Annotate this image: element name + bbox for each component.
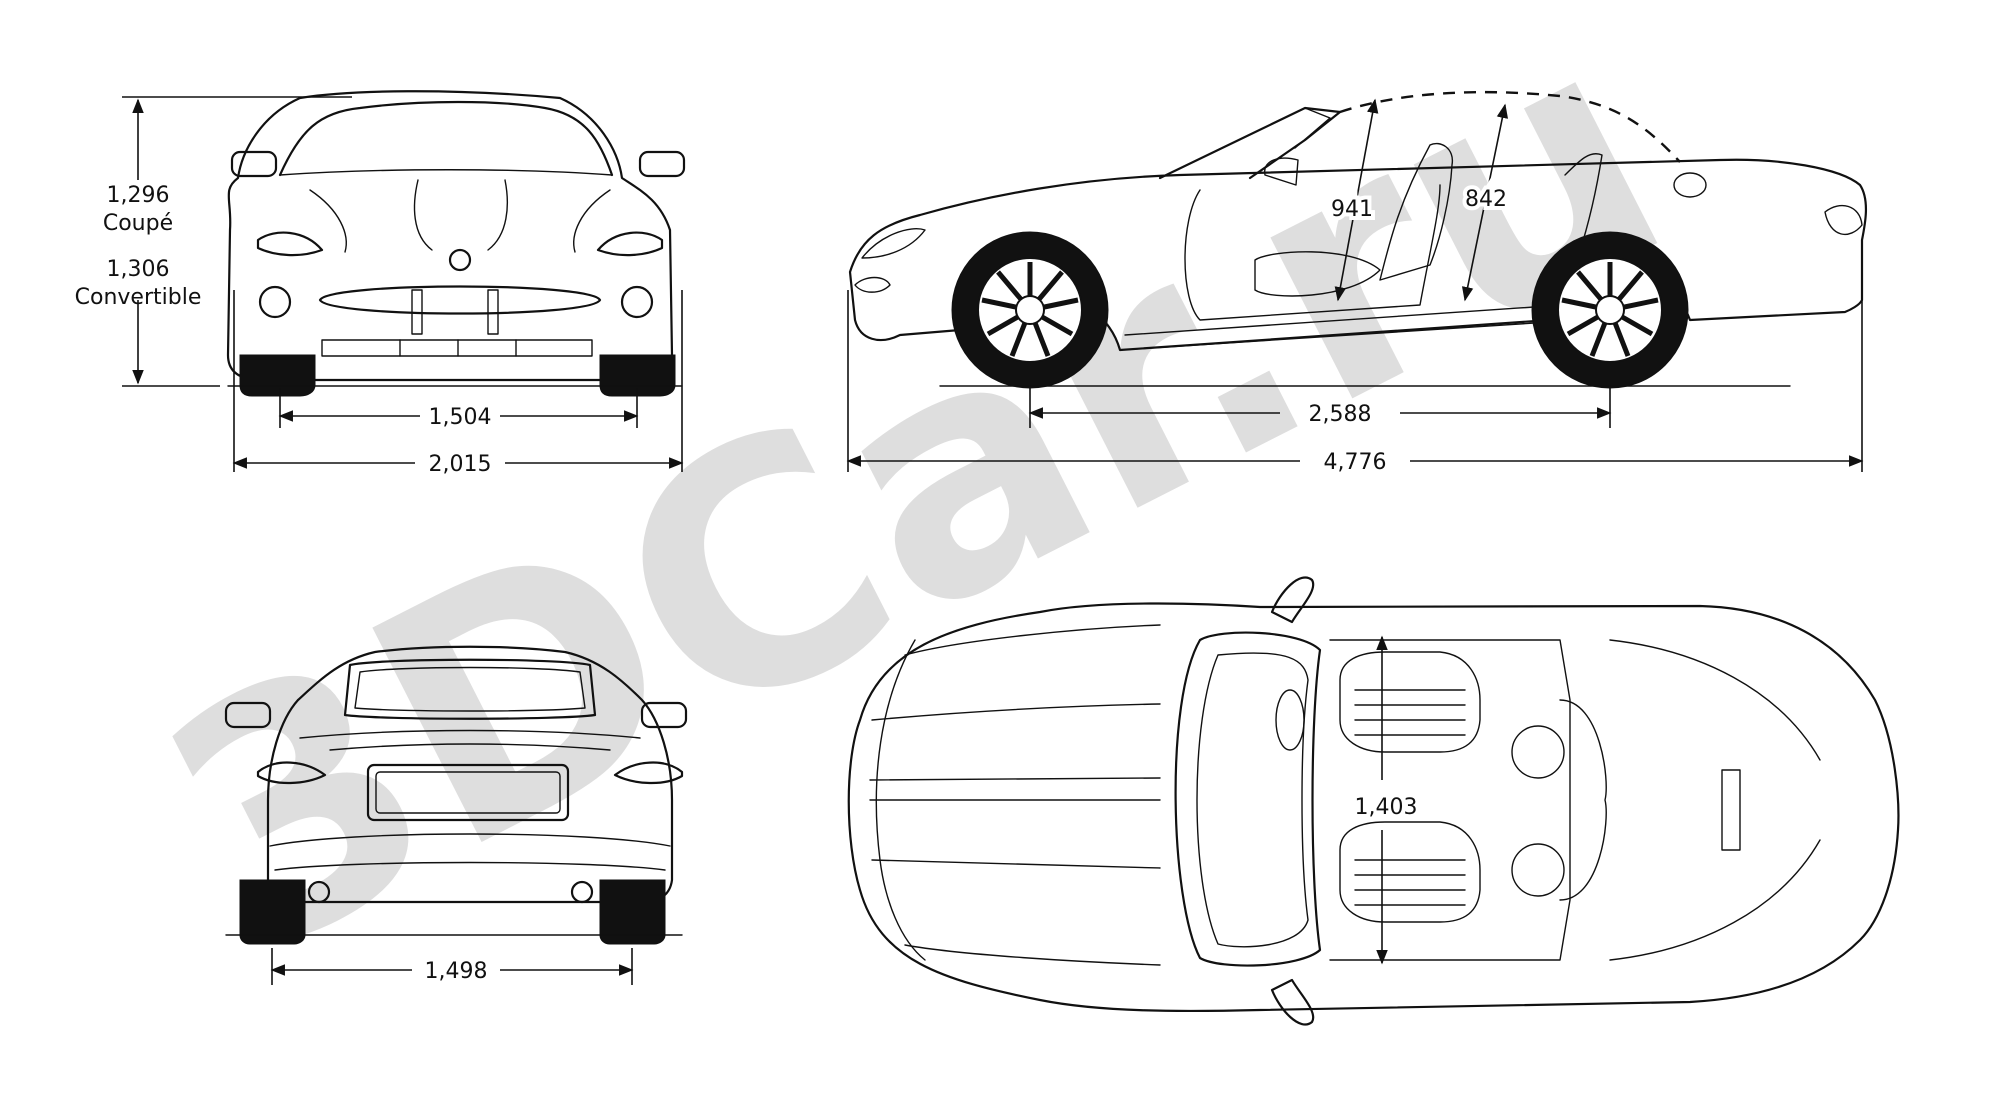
height-convertible-value: 1,306 (107, 257, 170, 282)
seat-left (1339, 651, 1481, 753)
interior-width-value: 1,403 (1355, 795, 1418, 820)
length-value: 4,776 (1324, 450, 1387, 475)
front-wheel (951, 231, 1109, 389)
rear-wheel (1531, 231, 1689, 389)
track-front-value: 1,504 (429, 405, 492, 430)
headroom-front-value: 941 (1331, 197, 1373, 222)
watermark: 3DCar.ru (111, 0, 1717, 1029)
width-value: 2,015 (429, 452, 492, 477)
top-view: 1,403 (847, 576, 1900, 1026)
seat-right (1339, 821, 1481, 923)
headroom-rear-value: 842 (1465, 187, 1507, 212)
front-view: 1,296 Coupé 1,306 Convertible 1,504 2,01… (75, 90, 686, 477)
track-rear-value: 1,498 (425, 959, 488, 984)
height-coupe-label: Coupé (103, 211, 173, 236)
height-convertible-label: Convertible (75, 285, 202, 310)
height-coupe-value: 1,296 (107, 183, 170, 208)
rear-view: 1,498 (224, 645, 688, 985)
watermark-text: 3DCar.ru (111, 0, 1717, 1029)
wheelbase-value: 2,588 (1309, 402, 1372, 427)
side-view: 941 842 2,588 4,776 (846, 90, 1867, 475)
